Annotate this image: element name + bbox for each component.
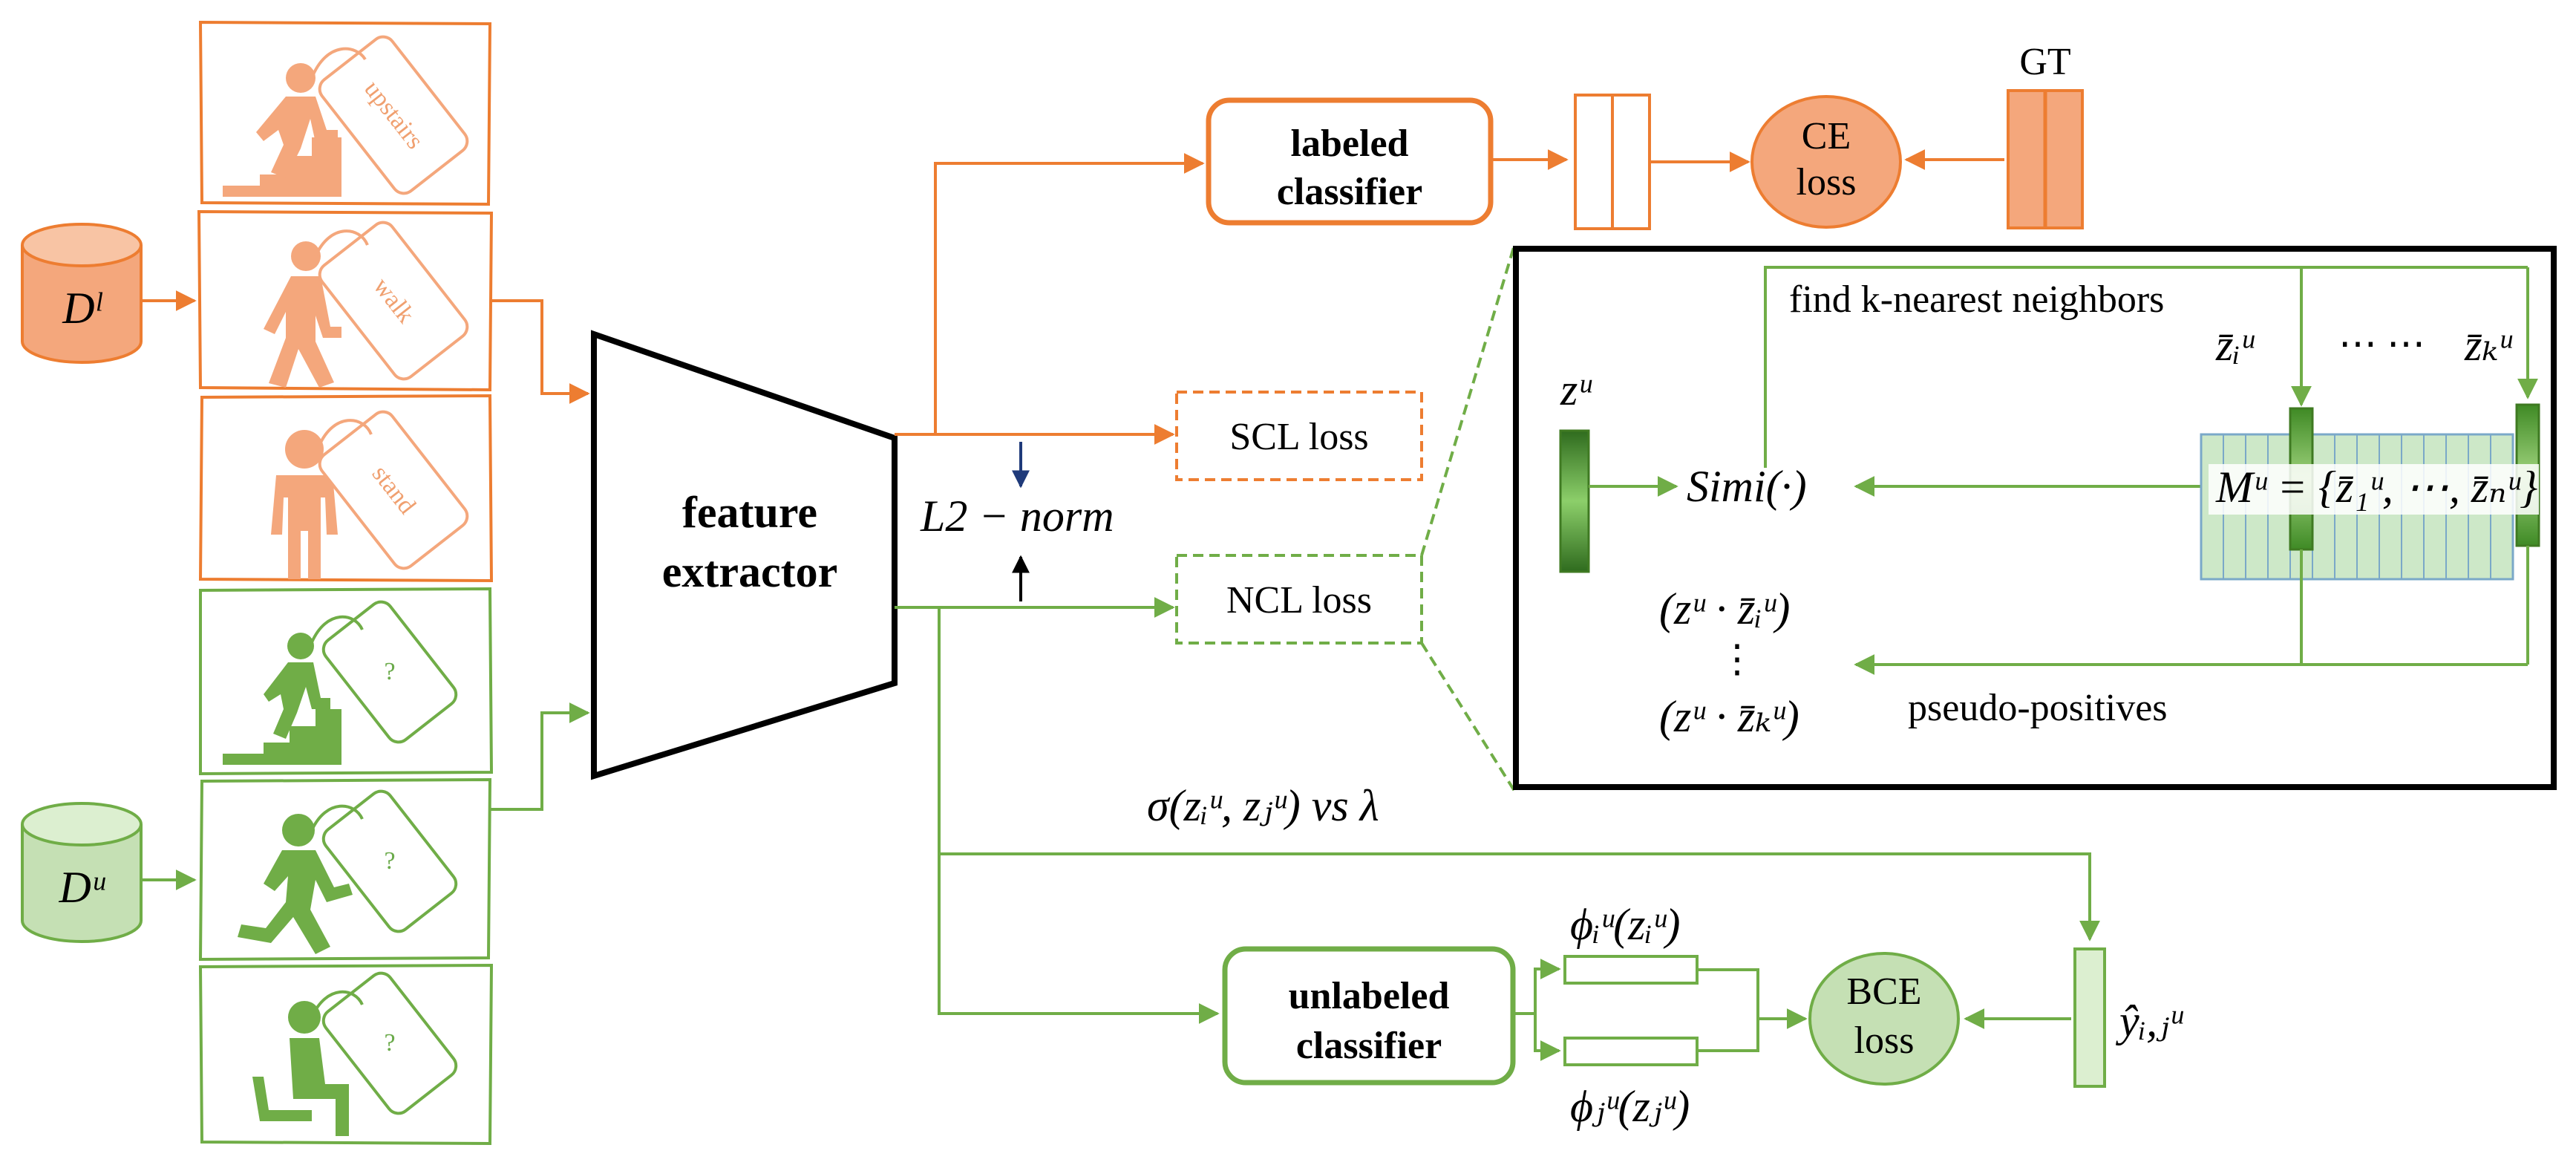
pair-k-label: (zᵘ · z̄ₖᵘ) — [1659, 692, 1799, 741]
unlabeled-activity-frames — [198, 587, 494, 1146]
walk-tag: walk — [314, 221, 469, 381]
to-unlabeled-classifier-arrow — [938, 607, 1220, 1024]
zoom-line-top — [1420, 244, 1516, 556]
unlabeled-upstairs-icon — [223, 633, 341, 765]
phi-j-label: ϕⱼᵘ(zⱼᵘ) — [1570, 1082, 1690, 1131]
unlabeled-sit-icon — [252, 1001, 349, 1136]
ncl-detail-panel: find k-nearest neighbors zᵘ Simi(·) z̄ᵢᵘ… — [1513, 246, 2557, 790]
unlabeled-tag-3: ? — [310, 971, 458, 1115]
unlabeled-tag-3-label: ? — [384, 1029, 395, 1057]
feature-extractor: feature extractor — [591, 330, 898, 780]
phi-j-output — [1563, 1037, 1699, 1066]
y-hat-label: ŷᵢ,ⱼᵘ — [2115, 996, 2184, 1045]
labeled-logits — [1574, 94, 1651, 230]
bce-loss-line2: loss — [1854, 1019, 1915, 1062]
labeled-classifier-line1: labeled — [1291, 123, 1409, 165]
labeled-to-extractor-arrow — [490, 299, 590, 404]
zoom-line-bottom — [1420, 642, 1516, 792]
z-u-vector — [1559, 429, 1590, 573]
pseudo-positives-label: pseudo-positives — [1908, 687, 2168, 729]
gt-label: GT — [2019, 41, 2070, 83]
unlabeled-dataset: Dᵘ — [21, 802, 143, 943]
phi-i-label: ϕᵢᵘ(zᵢᵘ) — [1570, 900, 1681, 949]
z-u-label: zᵘ — [1560, 365, 1592, 414]
ce-loss: CE loss — [1750, 95, 1902, 229]
upstairs-tag: upstairs — [310, 35, 469, 195]
to-phi-i-arrow — [1514, 959, 1561, 1015]
unlabeled-to-extractor-arrow — [490, 702, 590, 811]
unlabeled-classifier-line1: unlabeled — [1289, 975, 1450, 1017]
unlabeled-tag-2-label: ? — [384, 847, 395, 875]
memory-bank: Mᵘ = {z̄₁ᵘ, ⋯, z̄ₙᵘ} — [2200, 403, 2540, 581]
z-bar-i-label: z̄ᵢᵘ — [2215, 321, 2255, 370]
feature-extractor-line1: feature — [682, 488, 817, 537]
bce-loss-line1: BCE — [1846, 970, 1921, 1013]
to-labeled-classifier-arrow — [895, 153, 1205, 436]
memory-label: Mᵘ = {z̄₁ᵘ, ⋯, z̄ₙᵘ} — [2215, 463, 2537, 512]
dots-label: ⋯ ⋯ — [2338, 323, 2425, 365]
labeled-classifier-line2: classifier — [1277, 171, 1422, 213]
stand-icon — [271, 430, 338, 579]
unlabeled-classifier-line2: classifier — [1296, 1025, 1442, 1067]
ncl-loss-label: NCL loss — [1226, 579, 1372, 621]
unlabeled-tag-2: ? — [310, 789, 458, 933]
pseudo-label-target — [2073, 947, 2106, 1088]
ce-loss-line1: CE — [1802, 115, 1851, 157]
similarity-threshold-label: σ(zᵢᵘ, zⱼᵘ) vs λ — [1147, 781, 1379, 830]
z-bar-k-label: z̄ₖᵘ — [2464, 321, 2513, 370]
walk-icon — [264, 241, 341, 388]
scl-loss-label: SCL loss — [1229, 416, 1368, 458]
ncl-loss: NCL loss — [1175, 554, 1423, 645]
stand-tag: stand — [318, 410, 469, 570]
labeled-activity-frames — [197, 20, 494, 583]
find-neighbors-arrow — [1764, 266, 2312, 468]
upstairs-icon — [223, 63, 341, 197]
labeled-classifier: labeled classifier — [1206, 97, 1494, 226]
unlabeled-run-icon — [238, 814, 353, 954]
ground-truth: GT — [2007, 41, 2084, 229]
unlabeled-tag-1: ? — [310, 600, 458, 744]
unlabeled-classifier: unlabeled classifier — [1222, 946, 1516, 1086]
unlabeled-tag-1-label: ? — [384, 658, 395, 685]
phi-i-output — [1563, 955, 1699, 985]
labeled-dataset-label: Dˡ — [62, 284, 102, 333]
find-neighbors-label: find k-nearest neighbors — [1789, 278, 2164, 321]
to-phi-j-arrow — [1534, 1014, 1561, 1061]
bce-loss: BCE loss — [1808, 952, 1960, 1086]
pair-i-label: (zᵘ · z̄ᵢᵘ) — [1659, 584, 1790, 633]
vdots-label: ⋮ — [1718, 639, 1756, 681]
similarity-to-target-arrow — [939, 852, 2100, 942]
scl-loss: SCL loss — [1175, 391, 1423, 481]
l2-norm-label: L2 − norm — [920, 492, 1114, 541]
labeled-dataset: Dˡ — [21, 223, 143, 364]
unlabeled-dataset-label: Dᵘ — [59, 863, 106, 912]
ce-loss-line2: loss — [1797, 161, 1857, 203]
feature-extractor-line2: extractor — [662, 547, 837, 596]
simi-label: Simi(·) — [1687, 462, 1807, 511]
